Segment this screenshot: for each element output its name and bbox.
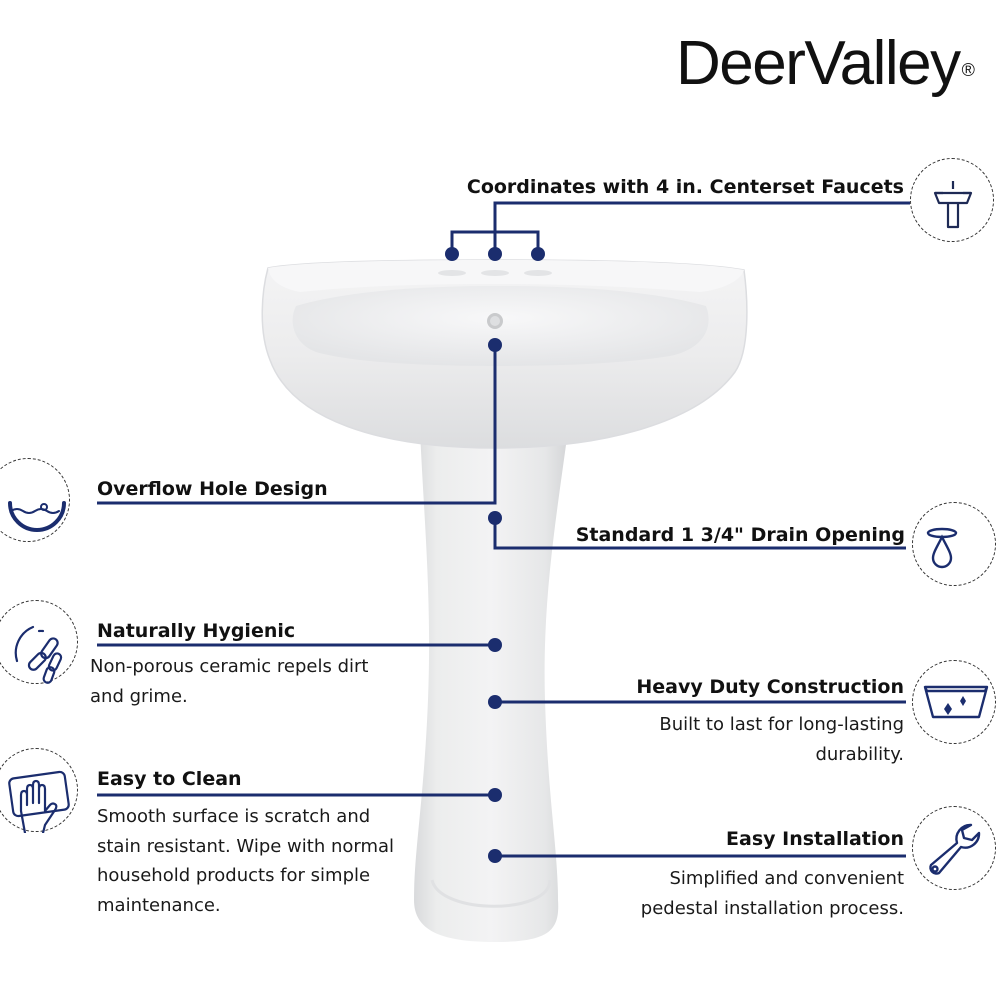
drain-drop-icon	[912, 502, 996, 586]
desc-line: Smooth surface is scratch and	[97, 806, 371, 827]
feature-title-installation: Easy Installation	[726, 828, 904, 850]
faucet-dot-center	[488, 247, 502, 261]
desc-line: household products for simple	[97, 865, 371, 886]
overflow-dot	[488, 338, 502, 352]
brand-logo: DeerValley®	[676, 24, 975, 104]
desc-line: and grime.	[90, 685, 188, 707]
installation-dot	[488, 849, 502, 863]
desc-line: Built to last for long-lasting	[659, 714, 904, 735]
easy-clean-dot	[488, 788, 502, 802]
pedestal	[414, 430, 568, 942]
feature-title-drain: Standard 1 3/4" Drain Opening	[575, 524, 905, 546]
feature-desc-easy-clean: Smooth surface is scratch and stain resi…	[97, 802, 394, 920]
desc-line: pedestal installation process.	[640, 897, 904, 919]
feature-title-easy-clean: Easy to Clean	[97, 768, 242, 790]
drain-callout-line	[493, 518, 906, 550]
desc-line: Non-porous ceramic repels dirt	[90, 656, 369, 677]
drain-dot	[488, 511, 502, 525]
desc-line: stain resistant. Wipe with normal	[97, 835, 395, 857]
feature-desc-heavy-duty: Built to last for long-lasting durabilit…	[659, 710, 904, 769]
hygienic-dot	[488, 638, 502, 652]
desc-line: Simplified and convenient	[669, 868, 904, 889]
feature-title-overflow: Overflow Hole Design	[97, 478, 328, 500]
registered-mark: ®	[961, 60, 975, 80]
overflow-callout-line	[97, 344, 497, 505]
pedestal-sink-icon	[910, 158, 994, 242]
desc-line: durability.	[815, 743, 904, 765]
wrench-icon	[912, 806, 996, 890]
feature-desc-installation: Simplified and convenient pedestal insta…	[641, 864, 904, 923]
callout-lines	[97, 201, 910, 858]
faucet-dot-left	[445, 247, 459, 261]
feature-title-heavy-duty: Heavy Duty Construction	[636, 676, 904, 698]
desc-line: maintenance.	[97, 894, 221, 916]
brand-name: DeerValley	[676, 29, 961, 98]
feature-title-hygienic: Naturally Hygienic	[97, 620, 296, 642]
feature-title-faucets: Coordinates with 4 in. Centerset Faucets	[466, 176, 904, 198]
faucet-dot-right	[531, 247, 545, 261]
bacteria-icon	[0, 600, 78, 684]
sturdy-basin-icon	[912, 660, 996, 744]
overflow-basin-icon	[0, 458, 70, 542]
heavy-duty-dot	[488, 695, 502, 709]
faucet-callout-line	[450, 201, 910, 250]
hand-wipe-icon	[0, 748, 78, 833]
feature-desc-hygienic: Non-porous ceramic repels dirt and grime…	[90, 652, 368, 711]
